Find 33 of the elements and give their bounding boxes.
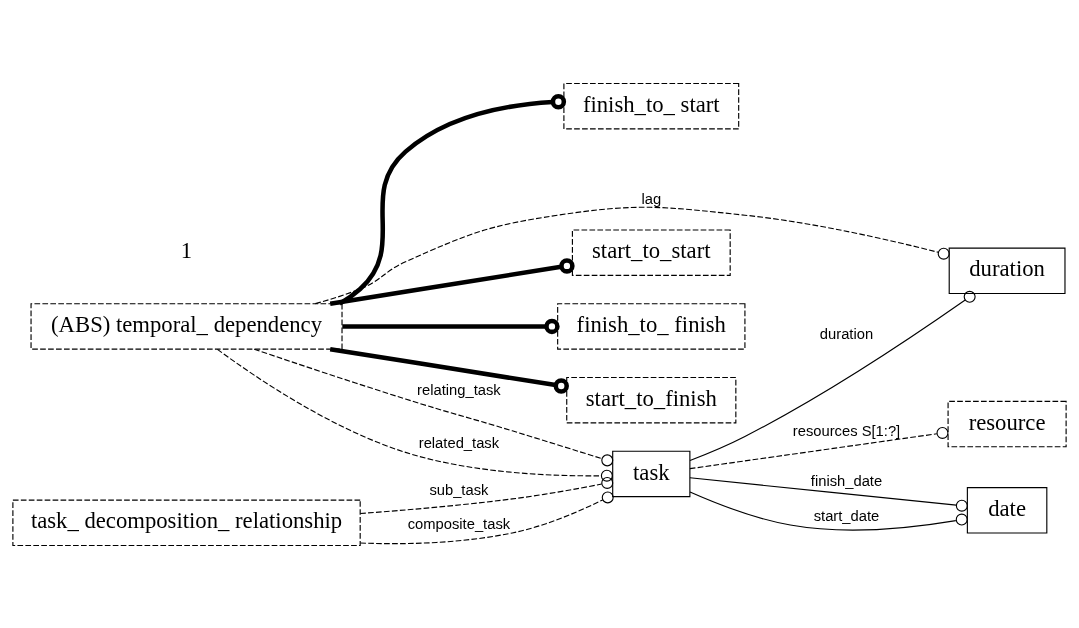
connector	[329, 257, 575, 306]
node-box: duration	[948, 247, 1066, 294]
node-box: finish_to_ finish	[557, 302, 746, 350]
node-box: finish_to_ start	[563, 82, 740, 129]
edge-label: resources S[1:?]	[792, 422, 901, 439]
node-box: task	[612, 450, 691, 497]
edge-label: lag	[641, 190, 662, 207]
edge-label: composite_task	[407, 515, 511, 532]
node-box: start_to_start	[571, 228, 731, 276]
edge-label: sub_task	[429, 481, 489, 498]
connector	[689, 476, 968, 512]
connector	[338, 93, 567, 306]
connector	[329, 346, 569, 394]
node-box: date	[966, 486, 1048, 534]
edge-label: related_task	[418, 434, 500, 451]
connector	[342, 318, 560, 334]
node-box: task_ decomposition_ relationship	[12, 499, 361, 546]
edge-label: start_date	[813, 507, 880, 524]
connector	[359, 490, 614, 544]
edge-label: duration	[819, 325, 874, 342]
connector	[216, 348, 613, 482]
node-box: resource	[947, 400, 1067, 447]
node-box: (ABS) temporal_ dependency	[30, 302, 343, 350]
connector	[253, 348, 614, 466]
connector	[689, 490, 968, 531]
connector	[314, 206, 950, 304]
connector	[689, 290, 976, 461]
edge-label: finish_date	[810, 472, 883, 489]
node-box: start_to_finish	[566, 376, 737, 423]
connector	[359, 476, 614, 514]
connector	[689, 426, 949, 469]
edge-label: relating_task	[417, 381, 501, 398]
label: 1	[180, 237, 193, 263]
